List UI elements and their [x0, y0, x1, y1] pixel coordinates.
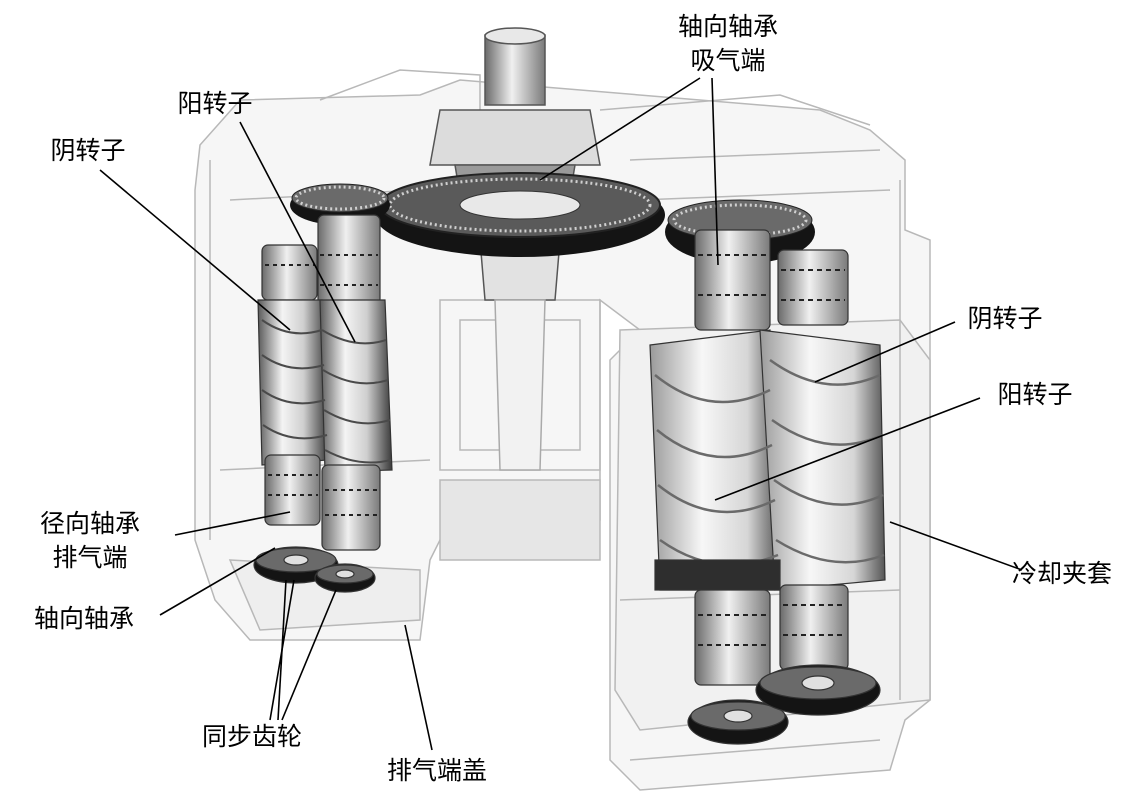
label-male-rotor-left: 阳转子 [177, 89, 253, 118]
drive-gear [375, 172, 665, 257]
label-female-rotor-right: 阴转子 [967, 304, 1043, 333]
label-radial-bearing-line1: 径向轴承 [39, 509, 140, 538]
leader-lines [99, 77, 1023, 751]
label-axial-bearing: 轴向轴承 [33, 604, 134, 633]
right-rotor-assembly [649, 229, 886, 745]
label-axial-bearing-suction-line2: 吸气端 [690, 46, 766, 75]
label-sync-gears: 同步齿轮 [201, 722, 302, 751]
label-female-rotor-left: 阴转子 [50, 136, 126, 165]
label-discharge-cover: 排气端盖 [386, 756, 487, 785]
label-cooling-jacket: 冷却夹套 [1011, 559, 1112, 588]
label-axial-bearing-suction-line1: 轴向轴承 [677, 12, 778, 41]
left-rotor-assembly [253, 214, 393, 593]
label-male-rotor-right: 阳转子 [997, 380, 1073, 409]
label-radial-bearing-line2: 排气端 [52, 543, 128, 572]
